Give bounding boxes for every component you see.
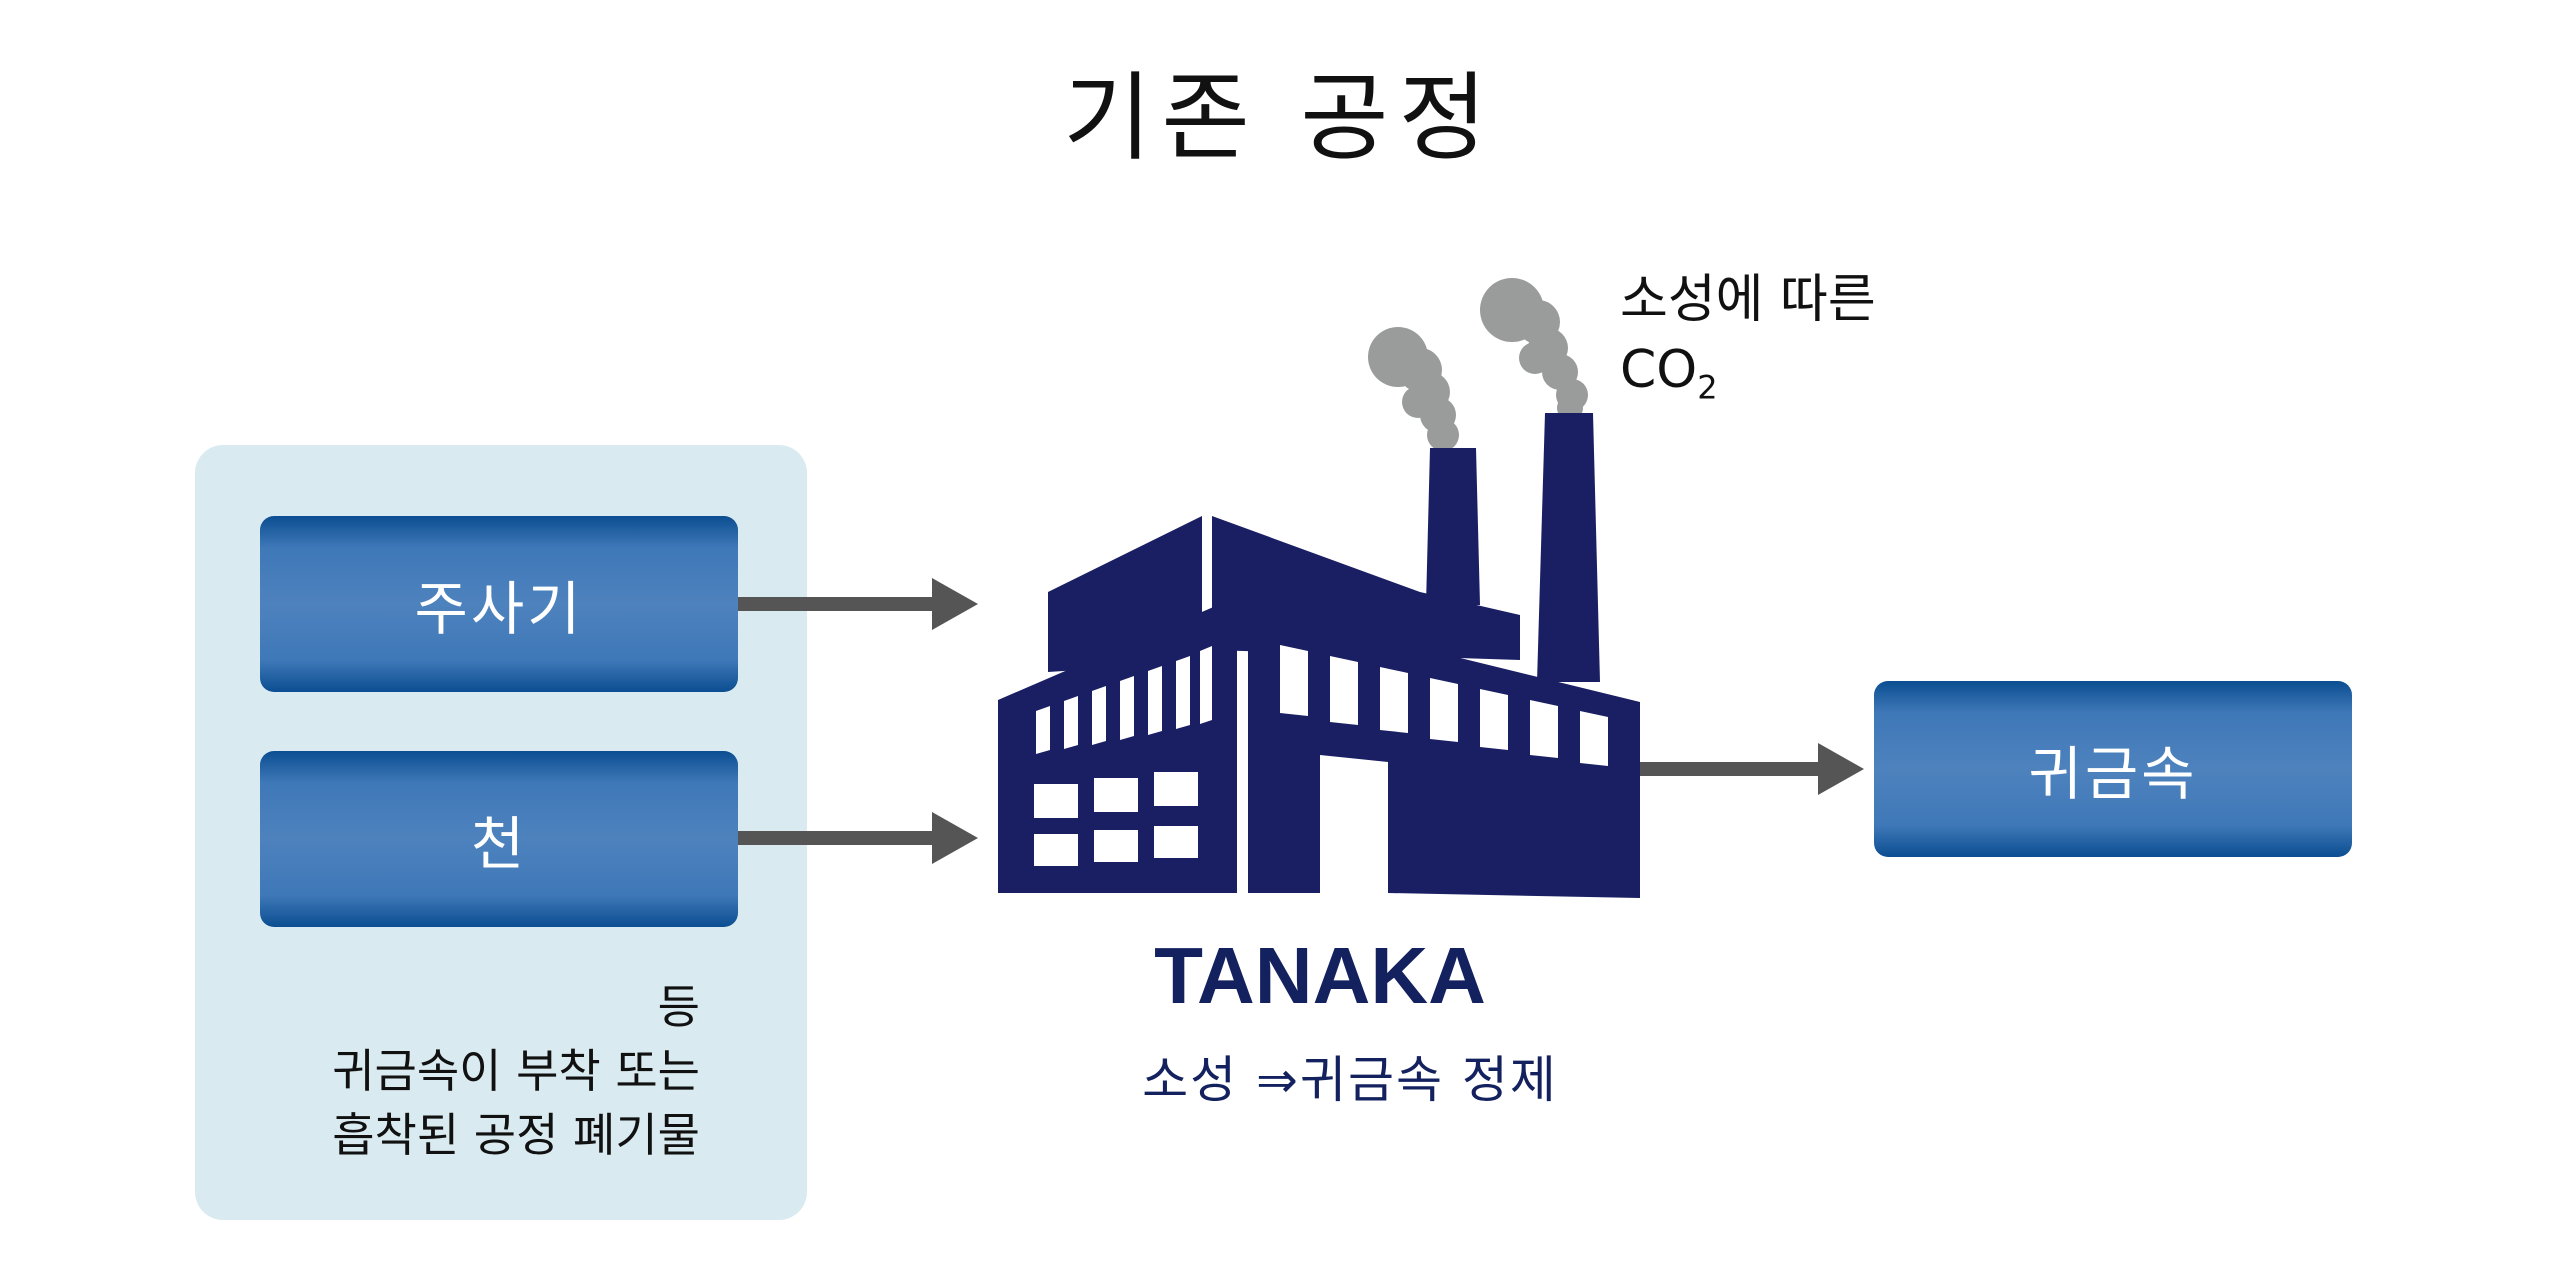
co2-formula: CO xyxy=(1620,340,1698,400)
factory-brand: TANAKA xyxy=(1154,931,1486,1020)
emission-text: 소성에 따른 xyxy=(1620,270,1876,330)
input-note: 등 귀금속이 부착 또는 흡착된 공정 폐기물 xyxy=(290,975,700,1167)
co2-subscript: 2 xyxy=(1697,368,1718,407)
smoke-icon xyxy=(1368,278,1588,451)
arrow-right-icon xyxy=(1640,743,1864,795)
page-title: 기존 공정 xyxy=(1063,62,1497,174)
output-label: 귀금속 xyxy=(2028,740,2198,808)
input-label-cloth: 천 xyxy=(470,810,528,878)
input-note-line3: 흡착된 공정 폐기물 xyxy=(332,1108,700,1162)
arrow-right-icon xyxy=(738,812,978,864)
input-box-cloth: 천 xyxy=(260,751,738,927)
factory-process: 소성 ⇒귀금속 정제 xyxy=(1142,1051,1558,1109)
output-box-precious-metal: 귀금속 xyxy=(1874,681,2352,857)
input-box-syringe: 주사기 xyxy=(260,516,738,692)
input-label-syringe: 주사기 xyxy=(414,575,584,643)
emission-formula: CO2 xyxy=(1620,335,1876,422)
factory-icon xyxy=(998,413,1640,898)
emission-label: 소성에 따른 CO2 xyxy=(1620,265,1876,422)
input-note-line2: 귀금속이 부착 또는 xyxy=(332,1044,700,1098)
arrow-right-icon xyxy=(738,578,978,630)
input-note-line1: 등 xyxy=(657,980,700,1034)
